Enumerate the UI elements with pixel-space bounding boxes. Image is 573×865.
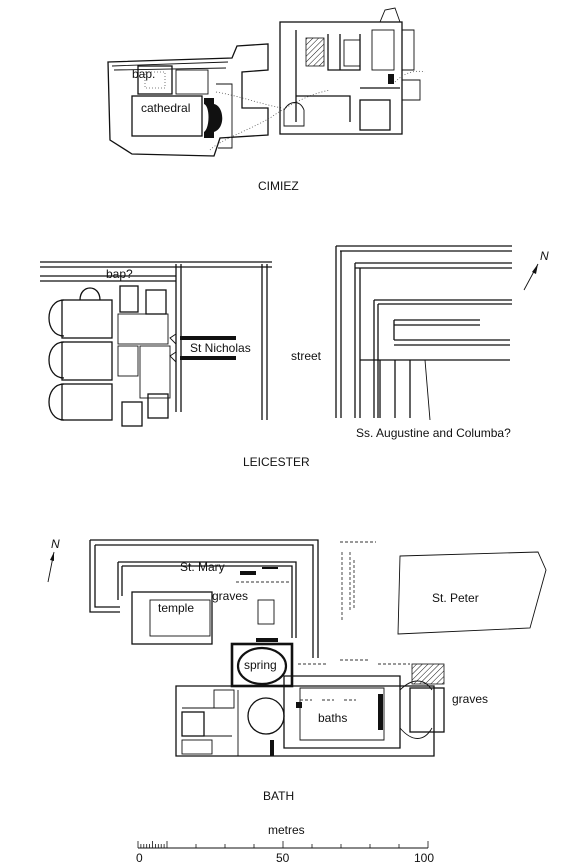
- bath-plan: N St. Mary graves temple St. Peter sprin…: [47, 537, 547, 757]
- bath-north-label: N: [51, 537, 60, 551]
- leicester-title: LEICESTER: [243, 455, 310, 469]
- leicester-street-label: street: [291, 349, 322, 363]
- scale-tick-0: 0: [136, 851, 143, 865]
- scale-tick-100: 100: [414, 851, 434, 865]
- leicester-plan: N bap? St Nicholas street Ss. Augustine …: [40, 245, 549, 440]
- leicester-baptistery-label: bap?: [106, 267, 133, 281]
- scale-bar: metres 0 50 100: [136, 823, 434, 865]
- cimiez-cathedral-label: cathedral: [141, 101, 190, 115]
- bath-graves-east-label: graves: [452, 692, 488, 706]
- scale-tick-50: 50: [276, 851, 290, 865]
- leicester-augustine-columba-label: Ss. Augustine and Columba?: [356, 426, 511, 440]
- bath-baths-label: baths: [318, 711, 347, 725]
- bath-temple-label: temple: [158, 601, 194, 615]
- leicester-st-nicholas-label: St Nicholas: [190, 341, 251, 355]
- scale-unit-label: metres: [268, 823, 305, 837]
- cimiez-baptistery-label: bap.: [132, 67, 155, 81]
- bath-spring-label: spring: [244, 658, 277, 672]
- bath-st-peter-label: St. Peter: [432, 591, 479, 605]
- bath-graves-west-label: graves: [212, 589, 248, 603]
- cimiez-title: CIMIEZ: [258, 179, 299, 193]
- leicester-north-label: N: [540, 249, 549, 263]
- bath-st-mary-label: St. Mary: [180, 560, 225, 574]
- bath-title: BATH: [263, 789, 294, 803]
- cimiez-plan: bap. cathedral: [107, 7, 426, 157]
